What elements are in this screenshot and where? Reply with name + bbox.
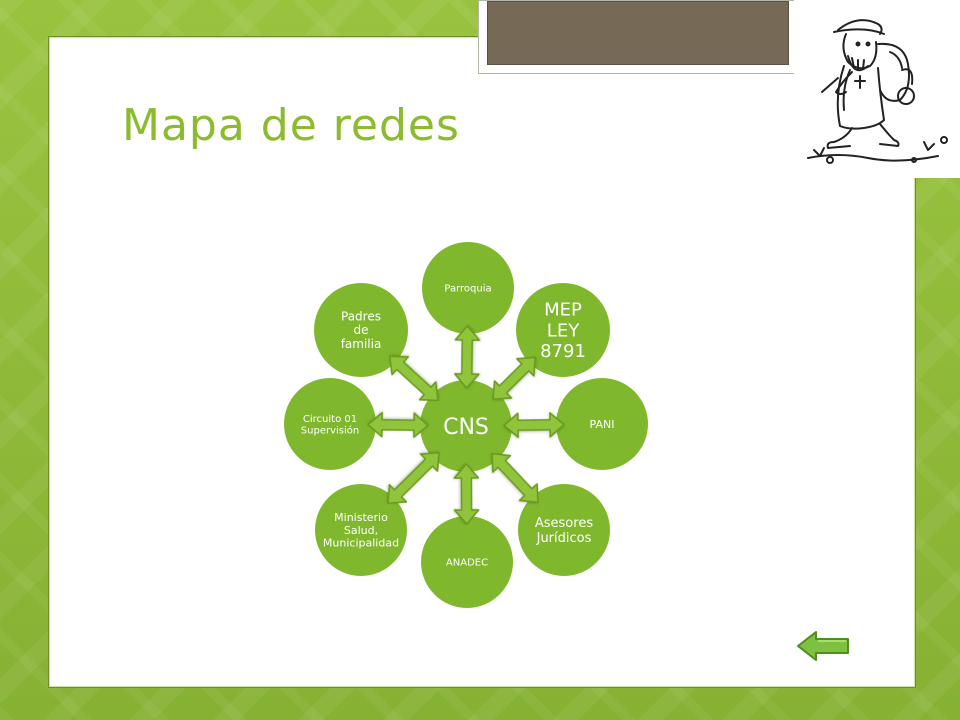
node-parroquia: Parroquia bbox=[422, 242, 514, 334]
center-node: CNS bbox=[420, 380, 512, 472]
node-label: 8791 bbox=[540, 341, 586, 362]
connector-arrow-asesores bbox=[491, 452, 539, 504]
slide-title: Mapa de redes bbox=[122, 100, 460, 151]
node-circle bbox=[284, 378, 376, 470]
node-label: LEY bbox=[547, 320, 580, 341]
node-label: PANI bbox=[590, 418, 615, 431]
hiker-icon bbox=[807, 19, 948, 164]
node-circle bbox=[315, 484, 407, 576]
node-label: Circuito 01 bbox=[303, 414, 357, 425]
node-label: Municipalidad bbox=[323, 537, 399, 550]
node-anadec: ANADEC bbox=[421, 516, 513, 608]
node-circle bbox=[556, 378, 648, 470]
node-label: Jurídicos bbox=[536, 531, 592, 546]
node-label: de bbox=[354, 323, 369, 337]
center-label: CNS bbox=[443, 415, 489, 440]
node-label: Asesores bbox=[535, 516, 593, 531]
node-label: Parroquia bbox=[444, 284, 491, 295]
connector-arrow-mep bbox=[492, 356, 537, 401]
node-circle bbox=[422, 242, 514, 334]
connector-arrow-pani bbox=[503, 412, 565, 438]
node-label: familia bbox=[341, 337, 382, 351]
node-circle bbox=[314, 283, 408, 377]
node-label: Ministerio bbox=[334, 511, 388, 524]
connector-arrow-ministerio bbox=[387, 451, 440, 505]
node-label: MEP bbox=[544, 300, 582, 321]
node-pani: PANI bbox=[556, 378, 648, 470]
connector-arrow-padres bbox=[389, 355, 439, 402]
connector-arrow-circuito bbox=[367, 412, 429, 438]
decorative-image-frame bbox=[478, 0, 798, 74]
connector-arrow-anadec bbox=[453, 463, 480, 525]
center-circle bbox=[420, 380, 512, 472]
node-circle bbox=[516, 283, 610, 377]
decorative-image-placeholder bbox=[487, 1, 789, 65]
back-arrow-icon[interactable] bbox=[796, 628, 852, 664]
node-label: Salud, bbox=[344, 524, 378, 537]
node-label: Padres bbox=[341, 309, 381, 323]
connector-arrow-parroquia bbox=[454, 325, 480, 389]
hiker-illustration bbox=[794, 0, 960, 178]
node-label: Supervisión bbox=[301, 424, 359, 436]
node-label: ANADEC bbox=[446, 558, 488, 569]
node-circle bbox=[421, 516, 513, 608]
node-circle bbox=[518, 484, 610, 576]
